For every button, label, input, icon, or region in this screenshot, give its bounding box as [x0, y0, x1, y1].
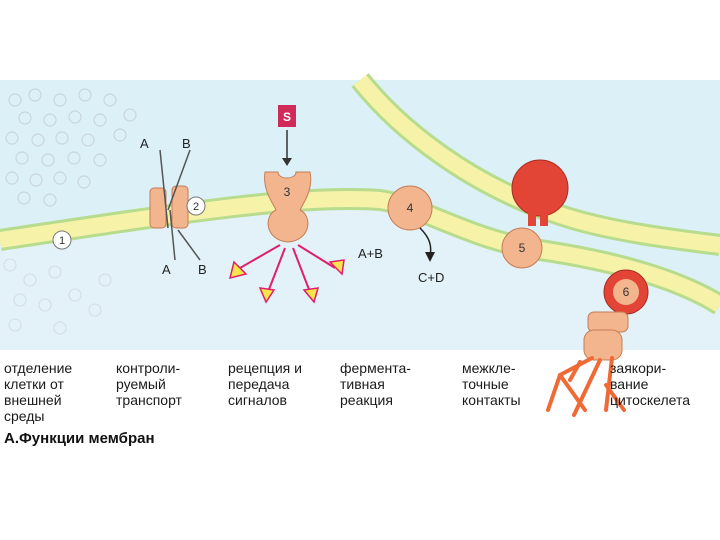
caption-function-2: контроли- руемый транспорт [116, 360, 182, 408]
caption-function-1: отделение клетки от внешней среды [4, 360, 73, 424]
signal-label: S [283, 110, 291, 124]
transport-label-b-bottom: B [198, 262, 207, 277]
function-2-number: 2 [193, 201, 199, 213]
transport-channel: A B A B 2 [140, 136, 207, 277]
cytoskeleton-anchor: 6 [546, 269, 649, 417]
transport-label-a-bottom: A [162, 262, 171, 277]
product-label: C+D [418, 270, 444, 285]
transport-arrow-a-up [159, 149, 169, 229]
caption-function-3: рецепция и передача сигналов [228, 360, 302, 408]
intracellular-fluid [0, 199, 720, 350]
function-6-number: 6 [623, 285, 630, 299]
enzyme: 4 A+B C+D [358, 185, 444, 285]
signal-transmission-arrows [239, 244, 336, 293]
receptor: S 3 [228, 105, 345, 304]
cytoplasm-particles [3, 258, 112, 335]
function-1-number: 1 [59, 235, 65, 247]
signal-molecule [278, 105, 296, 127]
caption-function-6: заякори- вание цитоскелета [610, 360, 691, 408]
transport-arrow-a-down [169, 209, 176, 261]
function-4-number: 4 [407, 201, 414, 215]
function-1-marker: 1 [52, 230, 72, 250]
function-5-number: 5 [519, 241, 526, 255]
caption-function-5: межкле- точные контакты [462, 360, 521, 408]
function-3-number: 3 [284, 185, 291, 199]
transport-arrow-b-down [177, 229, 201, 261]
transport-arrow-b-up [167, 149, 191, 211]
substrate-label: A+B [358, 246, 383, 261]
figure-title: А.Функции мембран [4, 430, 155, 447]
intercellular-contact: 5 [501, 159, 569, 269]
transport-label-b-top: B [182, 136, 191, 151]
extracellular-particles [5, 88, 137, 207]
transport-label-a-top: A [140, 136, 149, 151]
caption-function-4: фермента- тивная реакция [340, 360, 411, 408]
